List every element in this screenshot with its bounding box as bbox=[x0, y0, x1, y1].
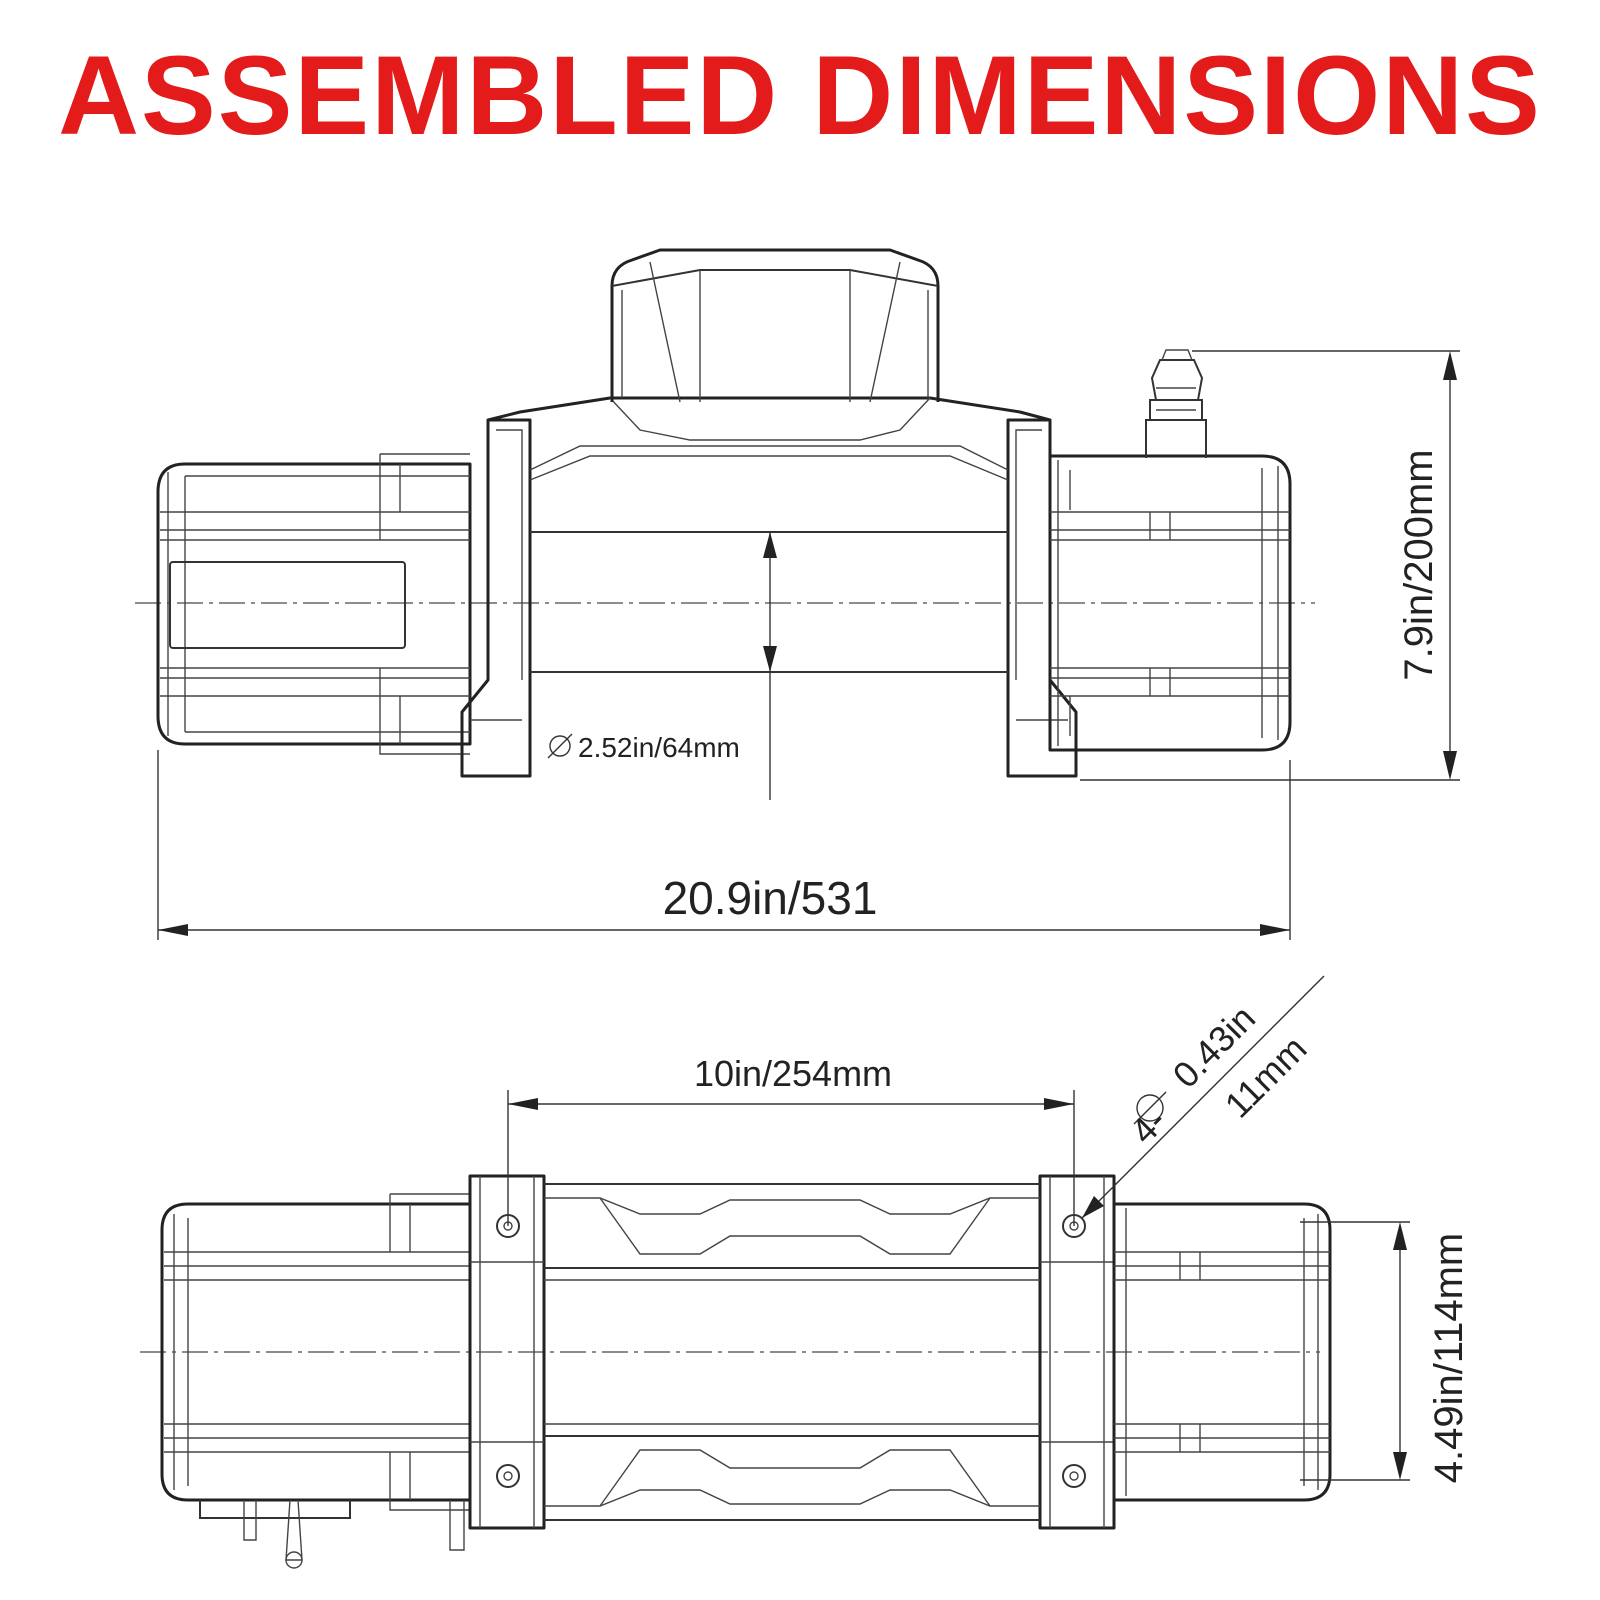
hole-leader bbox=[1081, 975, 1325, 1219]
width-label: 4.49in/114mm bbox=[1427, 1233, 1471, 1484]
left-bracket bbox=[460, 418, 532, 778]
drum-diameter-dimension bbox=[547, 532, 777, 800]
page-title: ASSEMBLED DIMENSIONS bbox=[58, 33, 1542, 158]
bolt-spacing-dimension bbox=[507, 1090, 1075, 1226]
control-box-base bbox=[487, 396, 1051, 441]
right-bracket bbox=[1006, 418, 1078, 778]
side-view: 7.9in/200mm 2.52in/64mm 20.9in/531 bbox=[135, 248, 1460, 940]
drum-diameter-label: 2.52in/64mm bbox=[578, 732, 740, 763]
top-right-gearbox bbox=[1112, 1202, 1332, 1502]
top-left-bracket bbox=[468, 1174, 546, 1530]
length-label: 20.9in/531 bbox=[663, 872, 878, 924]
left-motor-housing bbox=[156, 453, 472, 755]
height-dimension bbox=[1080, 350, 1460, 781]
drum-body bbox=[529, 445, 1009, 673]
right-gearbox bbox=[1048, 454, 1292, 752]
width-dimension bbox=[1300, 1221, 1410, 1481]
bolt-spacing-label: 10in/254mm bbox=[694, 1053, 892, 1094]
length-dimension bbox=[157, 750, 1291, 940]
top-left-motor bbox=[160, 1193, 472, 1569]
top-tie-bars bbox=[544, 1183, 1040, 1521]
hole-count-label: 4- bbox=[1123, 1100, 1175, 1152]
terminal-post bbox=[1145, 349, 1207, 458]
control-box bbox=[610, 248, 940, 403]
top-view: 10in/254mm 4- 0.43in 11mm 4.49in/114mm bbox=[140, 975, 1471, 1569]
height-label: 7.9in/200mm bbox=[1397, 449, 1441, 680]
